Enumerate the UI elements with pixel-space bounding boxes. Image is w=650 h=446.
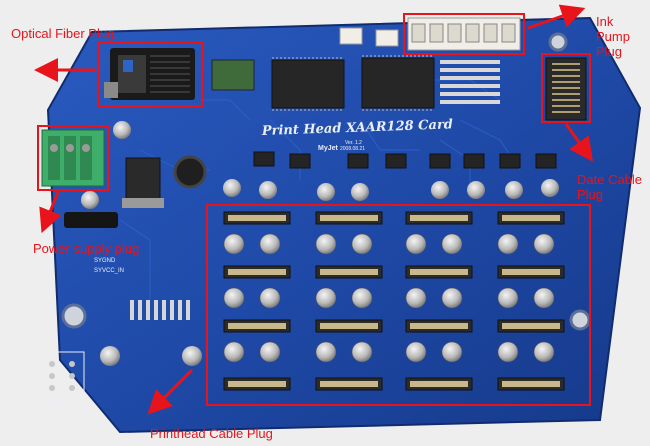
connector-pins [410, 269, 468, 275]
small-connector [339, 27, 363, 45]
capacitor [441, 233, 463, 255]
connector-pins [320, 323, 378, 329]
capacitor [533, 233, 555, 255]
capacitor [182, 346, 202, 366]
capacitor [315, 287, 337, 309]
small-connector [375, 29, 399, 47]
connector-pins [410, 381, 468, 387]
date-cable-box [541, 53, 591, 123]
ink-pump-label-line1: Ink Pump [596, 14, 630, 44]
capacitor [223, 341, 245, 363]
mount-hole [569, 309, 591, 331]
capacitor [351, 233, 373, 255]
silkscreen-syvcc-in: SYVCC_IN [94, 268, 124, 274]
ink-pump-connectors [407, 17, 521, 51]
rf-module [211, 59, 255, 91]
cpu-chip [361, 57, 435, 109]
board-date-code: 2008.08.21 [340, 146, 365, 152]
capacitor [497, 287, 519, 309]
inductor [173, 155, 207, 189]
capacitor [113, 121, 131, 139]
capacitor-row-top [223, 179, 559, 201]
silkscreen-sygnd: SYGND [94, 258, 116, 264]
capacitor [533, 287, 555, 309]
date-cable-label: Date Cable Plug [577, 172, 642, 202]
printhead-cable-box [206, 204, 591, 406]
optical-fiber-label: Optical Fiber Plug [11, 26, 115, 41]
voltage-regulator [125, 157, 161, 203]
connector-pins [502, 381, 560, 387]
board-brand: MyJet [318, 145, 339, 152]
optical-fiber-box [97, 42, 203, 107]
capacitor [223, 287, 245, 309]
fuse [64, 212, 118, 228]
capacitor [441, 341, 463, 363]
mount-hole [61, 303, 87, 329]
connector-pins [502, 323, 560, 329]
mount-hole [548, 32, 568, 52]
ink-pump-label: Ink Pump Plug [596, 14, 650, 59]
connector-pins [228, 381, 286, 387]
power-supply-arrow [39, 191, 62, 234]
date-cable-label-line2: Plug [577, 187, 604, 202]
connector-pins [228, 323, 286, 329]
capacitor [351, 287, 373, 309]
capacitor [81, 191, 99, 209]
power-supply-box [37, 125, 109, 191]
connector-pins [410, 215, 468, 221]
connector-pins [320, 381, 378, 387]
capacitor [405, 341, 427, 363]
capacitor [405, 233, 427, 255]
connector-pins [228, 269, 286, 275]
left-resistors [130, 300, 190, 320]
capacitor [259, 287, 281, 309]
ink-pump-label-line2: Plug [596, 44, 623, 59]
annotation-arrows [34, 4, 593, 415]
power-supply-label: Power supply plug [33, 241, 140, 256]
ink-pump-box [403, 13, 525, 55]
connector-pins [502, 215, 560, 221]
chip-pins [272, 55, 434, 111]
capacitor [533, 341, 555, 363]
capacitor [351, 341, 373, 363]
printhead-cable-label: Printhead Cable Plug [150, 426, 273, 441]
board-version: Ver. 1.2 [345, 140, 362, 146]
capacitor [405, 287, 427, 309]
capacitor [497, 341, 519, 363]
printhead-connector-grid [223, 211, 565, 391]
fpga-chip [271, 59, 345, 109]
connector-pins [410, 323, 468, 329]
capacitor [259, 341, 281, 363]
board-title: Print Head XAAR128 Card [261, 117, 454, 139]
capacitor [315, 233, 337, 255]
driver-ic-row [253, 151, 557, 169]
power-terminal-block [41, 129, 105, 187]
connector-pins [320, 215, 378, 221]
connector-pins [502, 269, 560, 275]
jumper-pins [49, 361, 75, 391]
silkscreen-syvcc-out: SYVCC_OUT [40, 401, 77, 407]
capacitor [223, 233, 245, 255]
resistor-arrays [440, 60, 500, 104]
connector-pins [228, 215, 286, 221]
date-cable-connector [545, 57, 587, 121]
date-cable-arrow [564, 123, 593, 162]
capacitor [259, 233, 281, 255]
annotation-boxes [37, 13, 591, 406]
capacitor [497, 233, 519, 255]
voltage-regulator-tab [122, 198, 164, 208]
ink-pump-arrow [527, 4, 586, 30]
connector-pins [320, 269, 378, 275]
led-jumper [41, 351, 85, 399]
date-cable-label-line1: Date Cable [577, 172, 643, 187]
capacitor [100, 346, 120, 366]
optical-fiber-module [104, 48, 195, 100]
capacitor [315, 341, 337, 363]
printhead-cable-arrow [147, 368, 194, 415]
capacitor [441, 287, 463, 309]
